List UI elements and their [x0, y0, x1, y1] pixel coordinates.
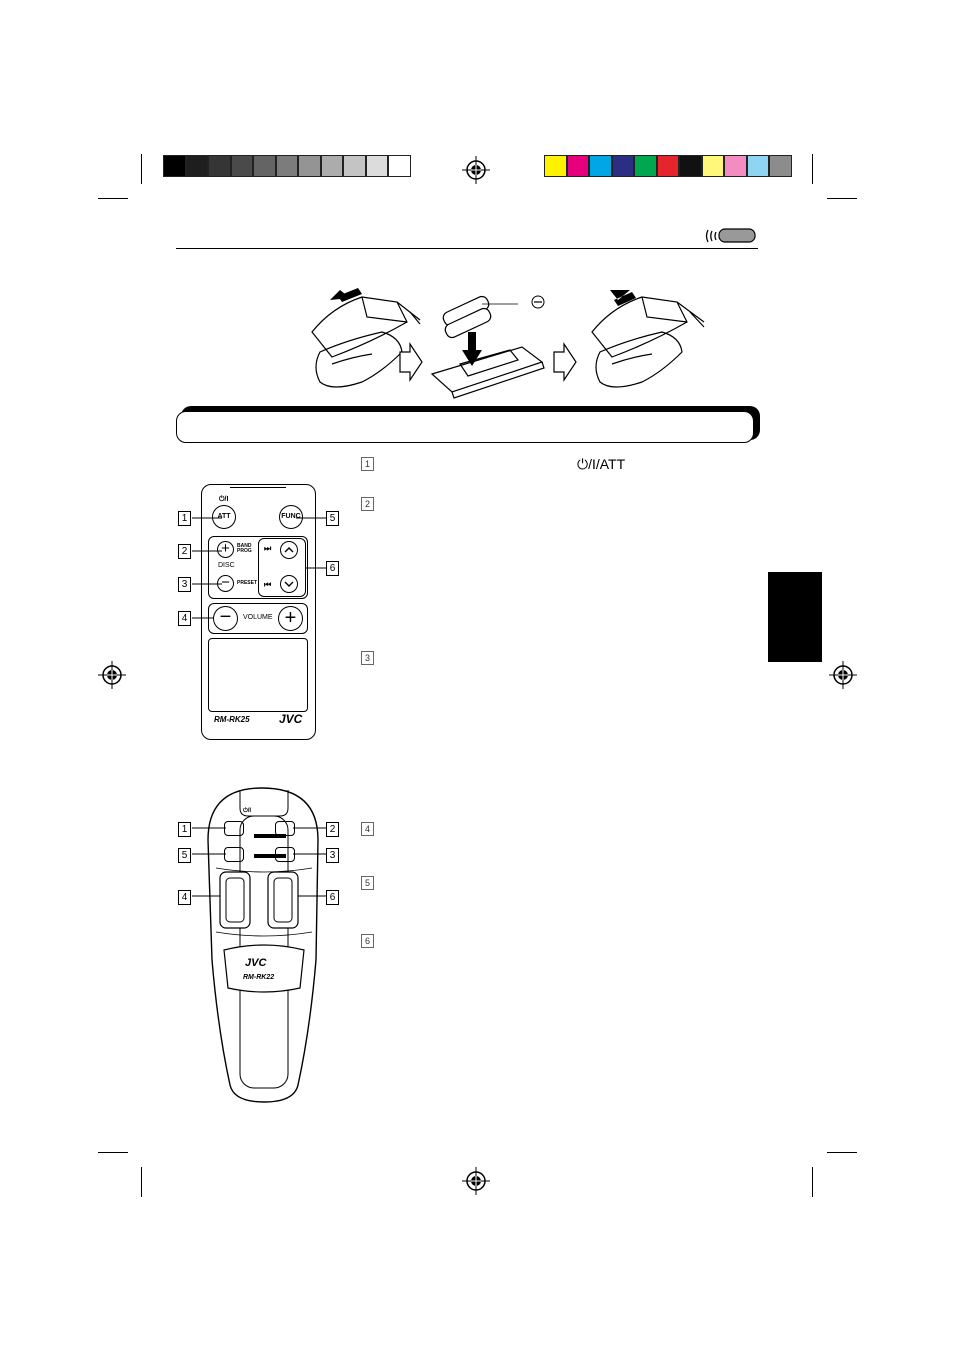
gray-swatch	[320, 155, 343, 177]
callout-5: 5	[178, 848, 191, 863]
color-swatch	[589, 155, 612, 177]
color-swatch	[611, 155, 634, 177]
registration-mark-right	[829, 661, 857, 689]
arrow-right-icon	[399, 342, 423, 382]
volume-up-button[interactable]: +	[278, 606, 303, 631]
preset-label: PRESET	[237, 580, 258, 586]
arrow-right-icon	[553, 342, 577, 382]
battery-pair	[442, 295, 492, 339]
down-button[interactable]	[280, 575, 298, 593]
callout-3: 3	[178, 577, 191, 592]
section-bar	[176, 411, 754, 443]
language-tab	[768, 572, 822, 662]
gray-swatch	[388, 155, 411, 177]
color-swatch	[566, 155, 589, 177]
header-rule	[176, 248, 758, 249]
registration-mark-left	[98, 661, 126, 689]
remote-open-step	[311, 296, 421, 388]
gray-swatch	[208, 155, 231, 177]
model-label: RM-RK25	[214, 715, 250, 724]
callout-3: 3	[326, 848, 339, 863]
callout-2: 2	[326, 822, 339, 837]
color-swatch	[724, 155, 747, 177]
crop-mark	[141, 154, 142, 184]
callout-4: 4	[178, 890, 191, 905]
crop-mark	[98, 198, 128, 199]
callout-1: 1	[178, 822, 191, 837]
arrow-left-icon	[330, 288, 362, 302]
gray-swatch	[230, 155, 253, 177]
arrow-down-icon	[462, 332, 482, 366]
callout-5: 5	[326, 511, 339, 526]
color-swatch	[544, 155, 567, 177]
func-button[interactable]: FUNC	[279, 505, 303, 529]
power-label: ⏻/I	[243, 808, 252, 814]
gray-swatch	[185, 155, 208, 177]
att-button[interactable]: ATT	[212, 505, 236, 529]
instruction-5-number: 5	[361, 876, 374, 890]
instruction-6-number: 6	[361, 934, 374, 948]
volume-label: VOLUME	[243, 614, 273, 621]
band-plus-button[interactable]: +	[217, 541, 234, 558]
remote-top-edge	[230, 487, 286, 488]
color-swatch	[656, 155, 679, 177]
gray-swatch	[298, 155, 321, 177]
crop-mark	[141, 1167, 142, 1197]
track-panel	[258, 538, 306, 597]
callout-1: 1	[178, 511, 191, 526]
arrow-up-right-icon	[610, 290, 636, 306]
crop-mark	[812, 1167, 813, 1197]
registration-mark-top	[462, 156, 490, 184]
next-track-icon: ⏭	[264, 544, 272, 553]
remote-close-step	[591, 296, 705, 388]
chevron-down-icon	[284, 581, 294, 587]
chevron-up-icon	[284, 547, 294, 553]
color-swatch	[701, 155, 724, 177]
power-label: ⏻/I	[219, 496, 229, 503]
instruction-4-number: 4	[361, 822, 374, 836]
battery-tray	[430, 346, 545, 399]
color-swatch	[634, 155, 657, 177]
callout-2: 2	[178, 544, 191, 559]
crop-mark	[827, 198, 857, 199]
gray-swatch	[365, 155, 388, 177]
callout-4: 4	[178, 611, 191, 626]
instruction-2-number: 2	[361, 497, 374, 511]
band-prog-label: BAND PROG	[237, 543, 252, 554]
power-att-symbol: ⏻/I/ATT	[577, 456, 626, 472]
remote-signal-icon	[705, 228, 756, 243]
jvc-logo: JVC	[279, 712, 303, 726]
jvc-logo: JVC	[245, 957, 267, 969]
color-swatch	[746, 155, 769, 177]
gray-swatch	[275, 155, 298, 177]
registration-mark-bottom	[462, 1167, 490, 1195]
callout-6: 6	[326, 890, 339, 905]
up-button[interactable]	[280, 541, 298, 559]
instruction-3-number: 3	[361, 651, 374, 665]
callout-6: 6	[326, 561, 339, 576]
crop-mark	[98, 1152, 128, 1153]
prev-track-icon: ⏮	[264, 580, 272, 589]
color-swatch	[679, 155, 702, 177]
gray-swatch	[163, 155, 186, 177]
color-swatch	[769, 155, 792, 177]
model-label: RM-RK22	[243, 974, 275, 981]
remote-rm-rk22	[207, 787, 319, 1103]
crop-mark	[827, 1152, 857, 1153]
gray-swatch	[253, 155, 276, 177]
remote-lower-panel	[208, 638, 308, 712]
battery-installation-illustration	[311, 288, 705, 399]
disc-label: DISC	[218, 562, 235, 569]
callout-leaders	[192, 517, 326, 619]
crop-mark	[812, 154, 813, 184]
callout-leaders	[192, 827, 326, 897]
gray-swatch	[343, 155, 366, 177]
instruction-1-number: 1	[361, 457, 374, 471]
